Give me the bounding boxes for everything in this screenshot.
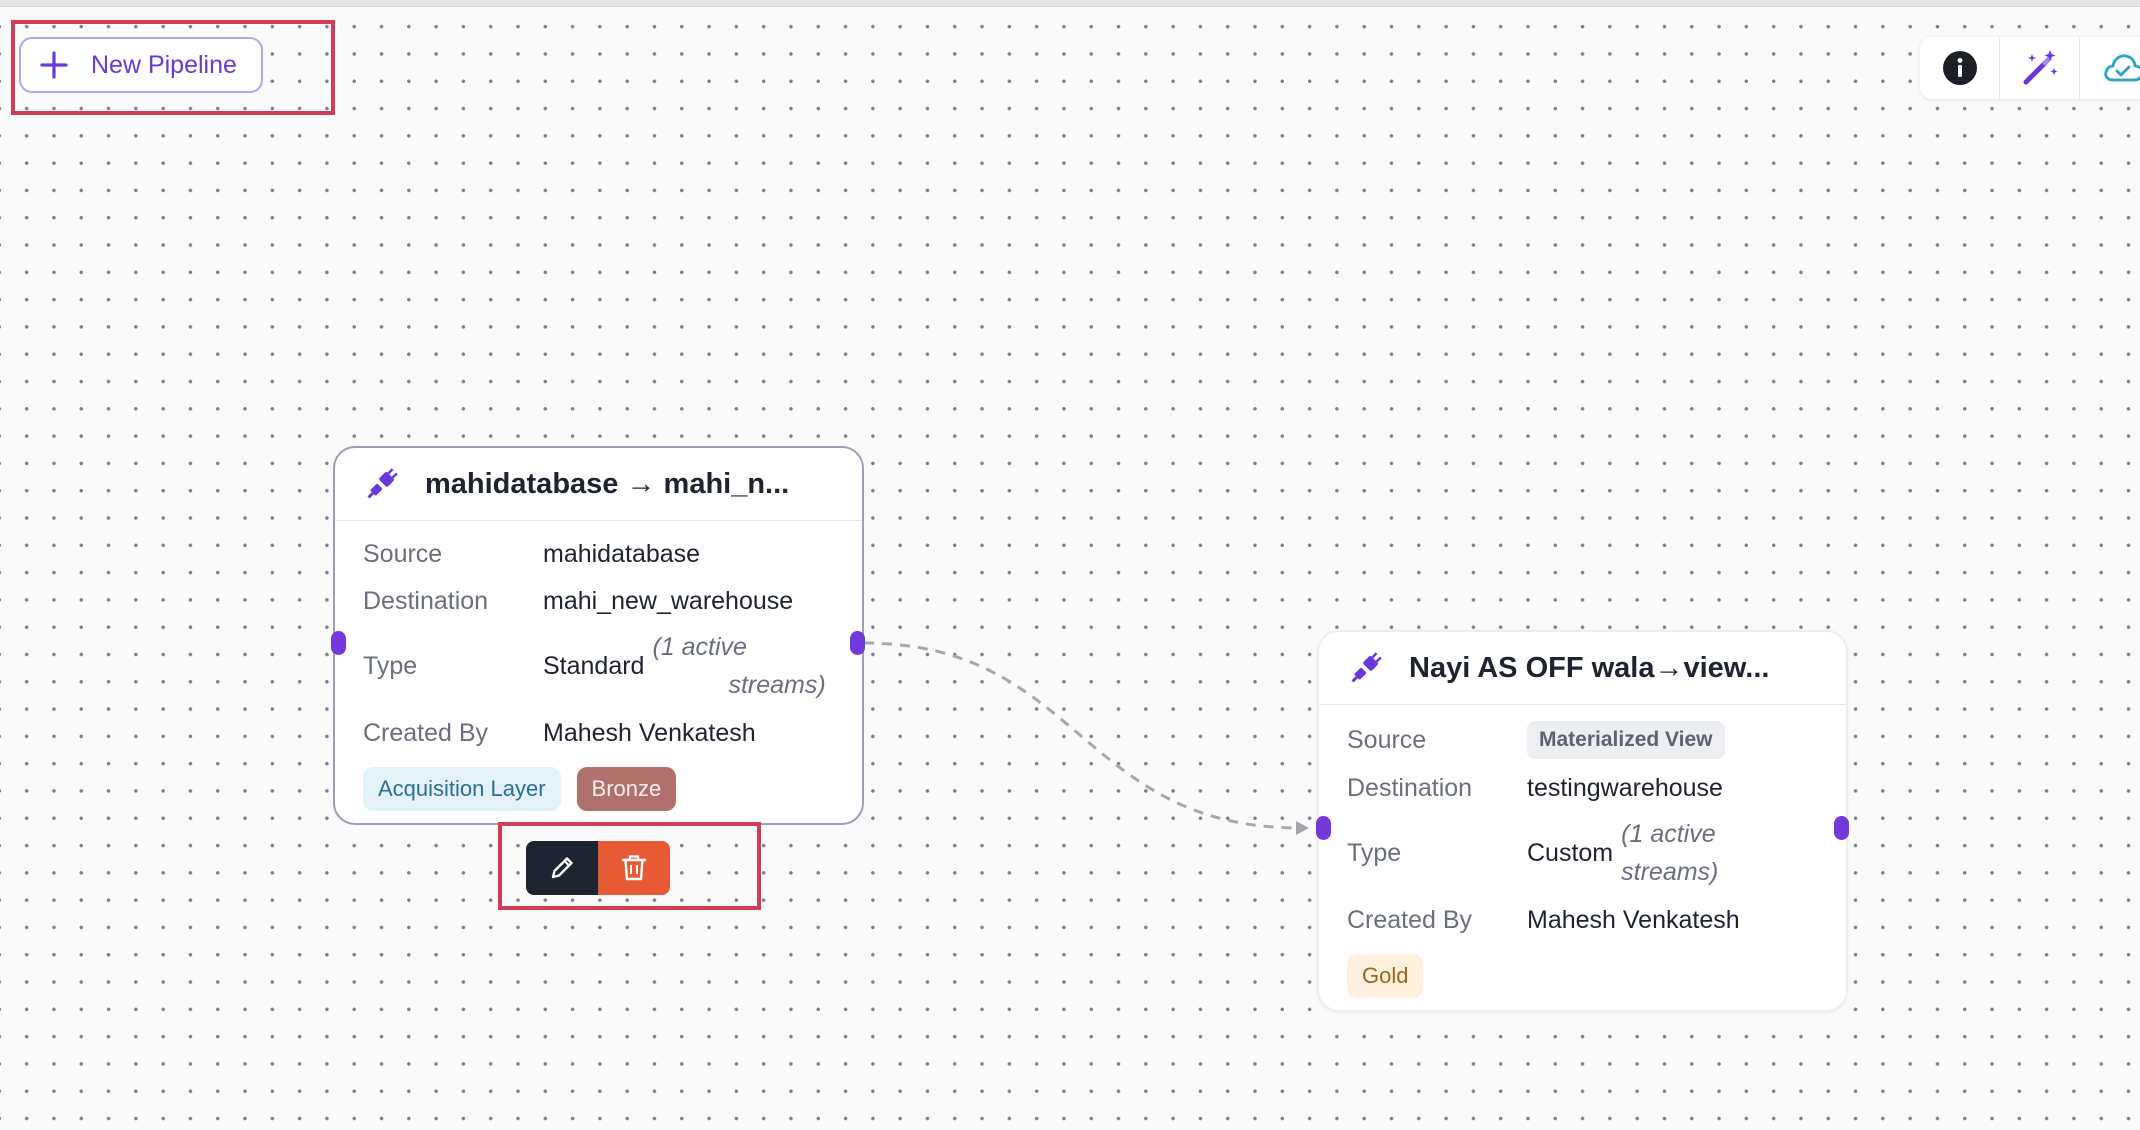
source-label: Source (1347, 725, 1427, 754)
type-label: Type (363, 651, 418, 680)
source-value: mahidatabase (543, 540, 701, 568)
node-title: Nayi AS OFF wala→view... (1409, 651, 1770, 684)
node-input-handle[interactable] (331, 631, 346, 655)
node-output-handle[interactable] (1834, 816, 1849, 840)
node-tags: Gold (1347, 954, 1818, 998)
streams-note: (1 active streams) (1621, 815, 1731, 891)
auto-layout-button[interactable] (2000, 37, 2080, 99)
canvas-toolbar (1920, 37, 2140, 99)
node-output-handle[interactable] (850, 631, 865, 655)
tag-bronze: Bronze (576, 767, 677, 811)
destination-label: Destination (363, 587, 489, 615)
highlight-node-actions (498, 822, 761, 910)
plug-icon (1351, 652, 1382, 683)
plus-icon (40, 51, 68, 79)
type-label: Type (1347, 838, 1402, 867)
node-input-handle[interactable] (1316, 816, 1331, 840)
info-button[interactable] (1920, 37, 2000, 99)
node-title: mahidatabase → mahi_n... (425, 467, 790, 500)
created-by-label: Created By (363, 718, 489, 747)
created-by-value: Mahesh Venkatesh (1527, 905, 1740, 934)
node-details: Source mahidatabase Destination mahi_new… (335, 521, 862, 811)
pipeline-node[interactable]: mahidatabase → mahi_n... Source mahidata… (333, 446, 864, 825)
node-header: Nayi AS OFF wala→view... (1319, 632, 1846, 705)
cloud-check-icon (2104, 54, 2140, 82)
source-label: Source (363, 540, 443, 568)
new-pipeline-button[interactable]: New Pipeline (19, 37, 263, 93)
node-details: Source Materialized View Destination tes… (1319, 705, 1846, 998)
delete-button[interactable] (598, 841, 670, 895)
node-actions (526, 841, 670, 895)
destination-label: Destination (1347, 774, 1473, 802)
type-value: Standard (543, 651, 645, 680)
tag-acquisition-layer: Acquisition Layer (363, 767, 561, 811)
magic-wand-icon (2023, 50, 2057, 85)
source-value: Materialized View (1527, 721, 1725, 759)
trash-icon (621, 855, 647, 881)
streams-note: (1 active streams) (652, 628, 825, 704)
new-pipeline-label: New Pipeline (91, 50, 237, 79)
node-header: mahidatabase → mahi_n... (335, 448, 862, 521)
destination-value: mahi_new_warehouse (543, 587, 794, 615)
streams-note-line2: streams) (728, 671, 826, 699)
top-border (0, 0, 2140, 7)
sync-status-button[interactable] (2080, 37, 2140, 99)
streams-note-line2: streams) (1621, 858, 1719, 886)
pencil-icon (551, 857, 573, 879)
node-tags: Acquisition Layer Bronze (363, 767, 834, 811)
pipeline-node[interactable]: Nayi AS OFF wala→view... Source Material… (1317, 630, 1848, 1012)
plug-icon (367, 468, 398, 499)
info-icon (1942, 51, 1977, 85)
created-by-label: Created By (1347, 905, 1473, 934)
tag-gold: Gold (1347, 954, 1424, 998)
highlight-new-pipeline (11, 20, 335, 115)
destination-value: testingwarehouse (1527, 774, 1723, 802)
streams-note-line1: (1 active (1621, 820, 1716, 848)
streams-note-line1: (1 active (652, 633, 747, 661)
edit-button[interactable] (526, 841, 598, 895)
type-value: Custom (1527, 838, 1614, 867)
created-by-value: Mahesh Venkatesh (543, 718, 756, 747)
